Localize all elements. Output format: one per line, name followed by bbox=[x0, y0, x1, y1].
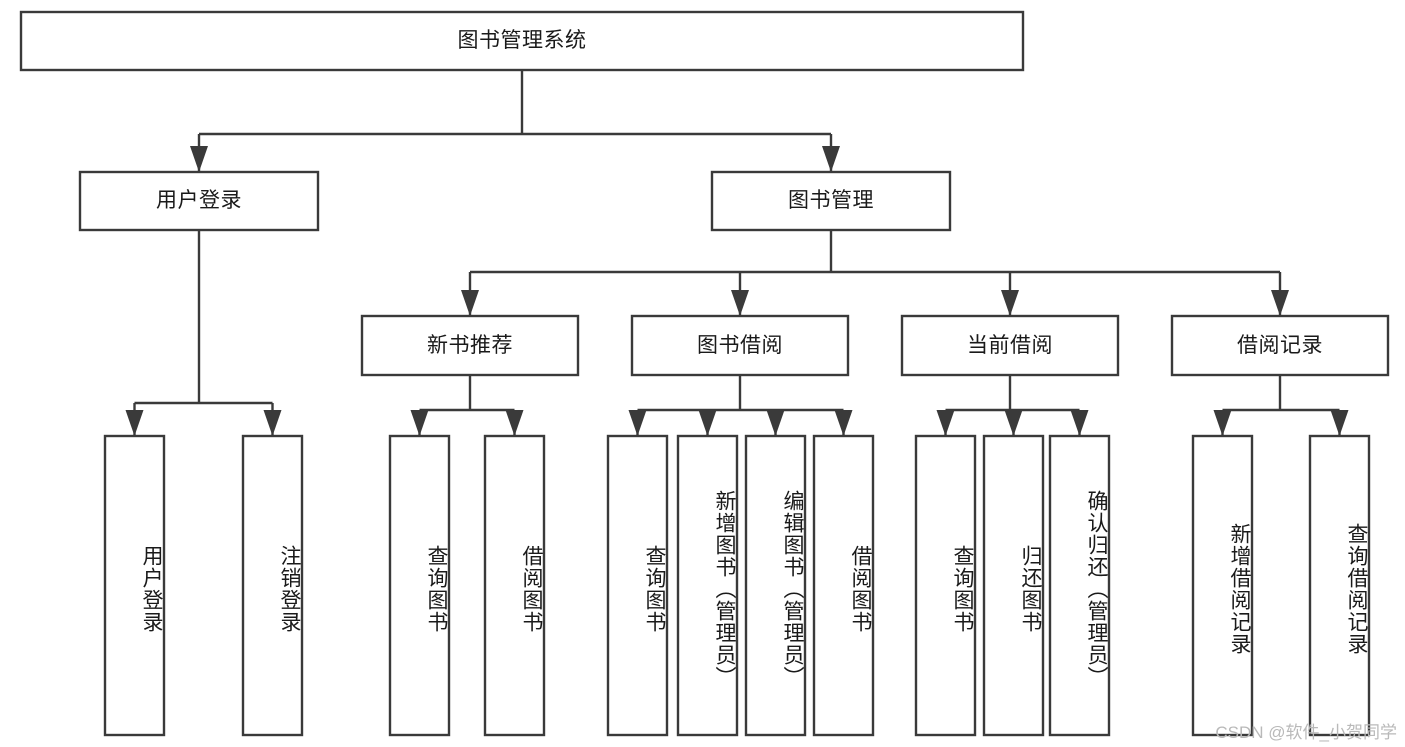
watermark-text: CSDN @软件_小贺同学 bbox=[1215, 723, 1397, 742]
node-label-leaf-confirm-return: 确认归还（管理员） bbox=[1085, 489, 1108, 688]
node-box-root[interactable] bbox=[19, 10, 1025, 72]
node-label-new-book-recommend: 新书推荐 bbox=[427, 333, 513, 357]
arrow-head-icon-leaf-query-book-rec bbox=[410, 410, 429, 436]
node-box-leaf-return-book[interactable] bbox=[982, 434, 1045, 737]
node-label-root: 图书管理系统 bbox=[457, 29, 587, 53]
arrow-head-icon-user-login bbox=[190, 146, 208, 172]
arrow-head-icon-leaf-query-book-borrow bbox=[628, 410, 647, 436]
node-label-leaf-return-book: 归还图书 bbox=[1019, 544, 1042, 633]
arrow-head-icon-leaf-add-borrow-record bbox=[1213, 410, 1232, 436]
arrow-head-icon-leaf-edit-book bbox=[766, 410, 785, 436]
node-box-book-management[interactable] bbox=[710, 170, 952, 232]
node-box-user-login[interactable] bbox=[78, 170, 320, 232]
node-label-leaf-add-borrow-record: 新增借阅记录 bbox=[1228, 522, 1251, 655]
node-box-leaf-borrow-book[interactable] bbox=[812, 434, 875, 737]
node-box-leaf-edit-book[interactable] bbox=[744, 434, 807, 737]
node-box-leaf-query-book-borrow[interactable] bbox=[606, 434, 669, 737]
arrow-head-icon-borrow-record bbox=[1271, 290, 1289, 316]
arrow-head-icon-leaf-add-book bbox=[698, 410, 717, 436]
node-label-leaf-user-login: 用户登录 bbox=[140, 544, 163, 633]
arrow-head-icon-book-management bbox=[822, 146, 840, 172]
node-box-leaf-add-book[interactable] bbox=[676, 434, 739, 737]
node-label-leaf-borrow-book: 借阅图书 bbox=[849, 544, 872, 633]
arrow-head-icon-leaf-confirm-return bbox=[1070, 410, 1089, 436]
node-box-new-book-recommend[interactable] bbox=[360, 314, 580, 377]
node-box-current-borrow[interactable] bbox=[900, 314, 1120, 377]
node-label-leaf-borrow-book-rec: 借阅图书 bbox=[520, 544, 543, 633]
node-label-leaf-query-book-borrow: 查询图书 bbox=[643, 544, 666, 633]
node-box-leaf-confirm-return[interactable] bbox=[1048, 434, 1111, 737]
node-box-leaf-add-borrow-record[interactable] bbox=[1191, 434, 1254, 737]
arrow-head-icon-new-book-recommend bbox=[461, 290, 479, 316]
node-label-leaf-query-borrow-record: 查询借阅记录 bbox=[1345, 522, 1368, 655]
arrow-head-icon-leaf-borrow-book bbox=[834, 410, 853, 436]
arrow-head-icon-book-borrow bbox=[731, 290, 749, 316]
arrow-head-icon-leaf-query-borrow-record bbox=[1330, 410, 1349, 436]
node-box-leaf-query-borrow-record[interactable] bbox=[1308, 434, 1371, 737]
node-box-book-borrow[interactable] bbox=[630, 314, 850, 377]
node-box-leaf-user-login[interactable] bbox=[103, 434, 166, 737]
node-box-borrow-record[interactable] bbox=[1170, 314, 1390, 377]
arrow-head-icon-current-borrow bbox=[1001, 290, 1019, 316]
node-box-leaf-query-book-rec[interactable] bbox=[388, 434, 451, 737]
node-label-leaf-add-book: 新增图书（管理员） bbox=[713, 489, 736, 688]
box-layer bbox=[19, 10, 1390, 737]
node-label-leaf-query-book-rec: 查询图书 bbox=[425, 544, 448, 633]
node-label-leaf-edit-book: 编辑图书（管理员） bbox=[781, 489, 804, 688]
node-label-user-login: 用户登录 bbox=[156, 189, 242, 213]
arrow-head-icon-leaf-user-login bbox=[125, 410, 144, 436]
arrow-head-icon-leaf-query-book-current bbox=[936, 410, 955, 436]
node-label-current-borrow: 当前借阅 bbox=[967, 333, 1053, 357]
node-box-leaf-logout[interactable] bbox=[241, 434, 304, 737]
node-box-leaf-borrow-book-rec[interactable] bbox=[483, 434, 546, 737]
connector-layer bbox=[125, 70, 1349, 436]
node-box-leaf-query-book-current[interactable] bbox=[914, 434, 977, 737]
node-label-leaf-logout: 注销登录 bbox=[278, 544, 301, 633]
node-label-book-borrow: 图书借阅 bbox=[697, 333, 783, 357]
node-label-leaf-query-book-current: 查询图书 bbox=[951, 544, 974, 633]
node-label-book-management: 图书管理 bbox=[788, 189, 874, 213]
arrow-head-icon-leaf-return-book bbox=[1004, 410, 1023, 436]
arrow-head-icon-leaf-logout bbox=[263, 410, 282, 436]
node-label-borrow-record: 借阅记录 bbox=[1237, 333, 1323, 357]
arrow-head-icon-leaf-borrow-book-rec bbox=[505, 410, 524, 436]
